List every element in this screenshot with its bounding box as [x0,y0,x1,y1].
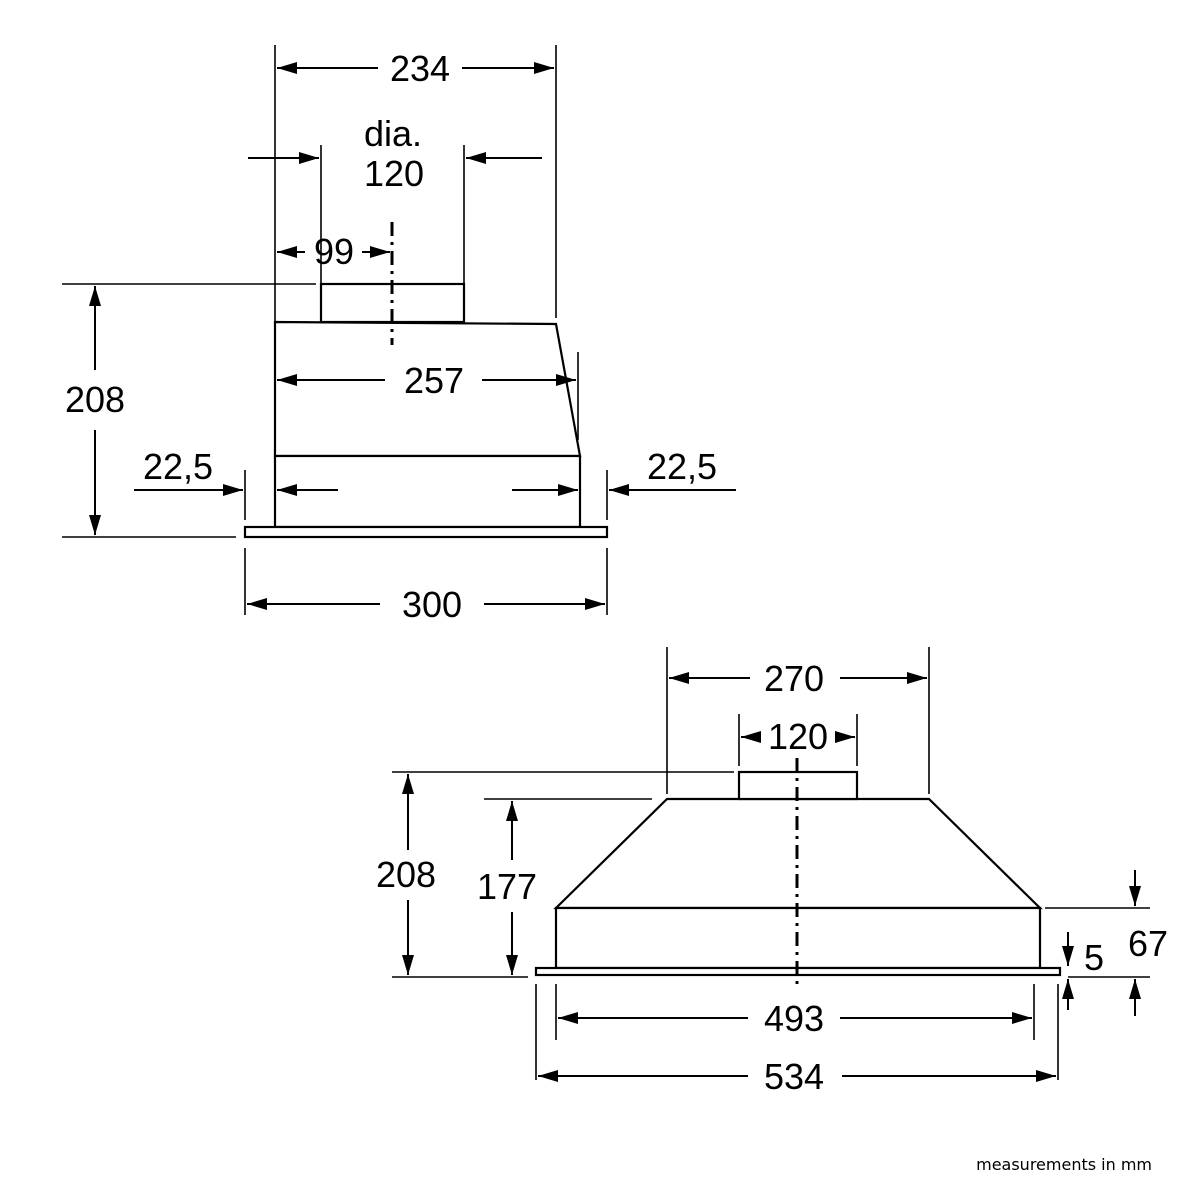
unit-note: measurements in mm [976,1155,1152,1174]
dimension-duct-width: 120 [741,716,855,757]
dimension-label-67: 67 [1128,923,1168,964]
dimension-total-height: 208 [376,774,436,975]
side-view-body [243,222,609,539]
dimension-lip-height: 5 [1062,932,1104,1010]
dimension-top-width: 270 [669,658,927,699]
dimension-label-right-margin: 22,5 [647,446,717,487]
dimension-label-208: 208 [65,379,125,420]
dimension-label-208-front: 208 [376,854,436,895]
dimension-inner-width-front: 493 [558,998,1032,1039]
dimension-label-300: 300 [402,584,462,625]
dimension-label-270: 270 [764,658,824,699]
front-view-extension-lines [392,647,1150,1080]
dimension-total-width-front: 534 [538,1056,1056,1097]
front-view: 270 120 208 177 67 5 [376,647,1168,1097]
dimension-right-margin: 22,5 [512,446,736,496]
side-view-extension-lines [62,45,608,615]
dimension-label-534: 534 [764,1056,824,1097]
side-view: 234 dia. 120 99 257 208 [62,45,736,625]
dimension-side-height: 67 [1128,870,1168,1016]
dimension-left-margin: 22,5 [134,446,338,496]
dimension-label-177: 177 [477,866,537,907]
dimension-duct-diameter: dia. 120 [248,113,542,194]
dimension-label-120: 120 [768,716,828,757]
dimension-width-top: 234 [277,48,554,89]
dimension-height: 208 [65,286,125,535]
dimension-inner-width: 257 [277,360,576,401]
dimension-label-dia-line1: dia. [364,113,422,154]
dimension-label-dia-line2: 120 [364,153,424,194]
dimension-label-99: 99 [314,231,354,272]
dimension-label-234: 234 [390,48,450,89]
dimension-label-left-margin: 22,5 [143,446,213,487]
dimension-label-257: 257 [404,360,464,401]
dimension-duct-offset: 99 [277,231,390,272]
dimension-label-493: 493 [764,998,824,1039]
dimension-total-width: 300 [247,584,605,625]
dimension-body-height: 177 [477,801,537,975]
front-view-body [534,758,1062,985]
dimension-label-5: 5 [1084,937,1104,978]
